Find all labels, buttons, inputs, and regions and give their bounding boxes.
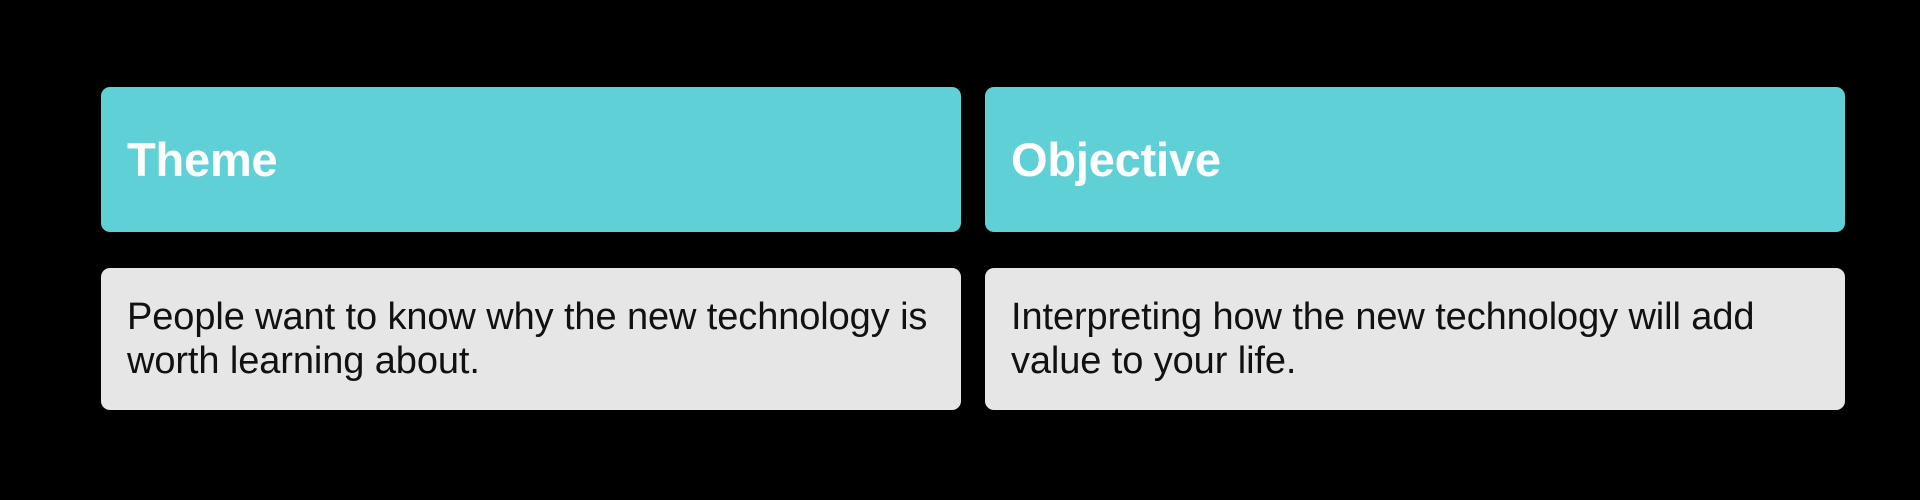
header-card-objective[interactable]: Objective — [985, 87, 1845, 232]
header-card-theme[interactable]: Theme — [101, 87, 961, 232]
column-theme: Theme People want to know why the new te… — [101, 87, 961, 410]
column-objective: Objective Interpreting how the new techn… — [985, 87, 1845, 410]
body-text-objective: Interpreting how the new technology will… — [1011, 295, 1755, 382]
header-title-objective: Objective — [1011, 132, 1221, 186]
header-title-theme: Theme — [127, 132, 278, 186]
body-text-theme: People want to know why the new technolo… — [127, 295, 928, 382]
body-card-theme[interactable]: People want to know why the new technolo… — [101, 268, 961, 410]
body-card-objective[interactable]: Interpreting how the new technology will… — [985, 268, 1845, 410]
